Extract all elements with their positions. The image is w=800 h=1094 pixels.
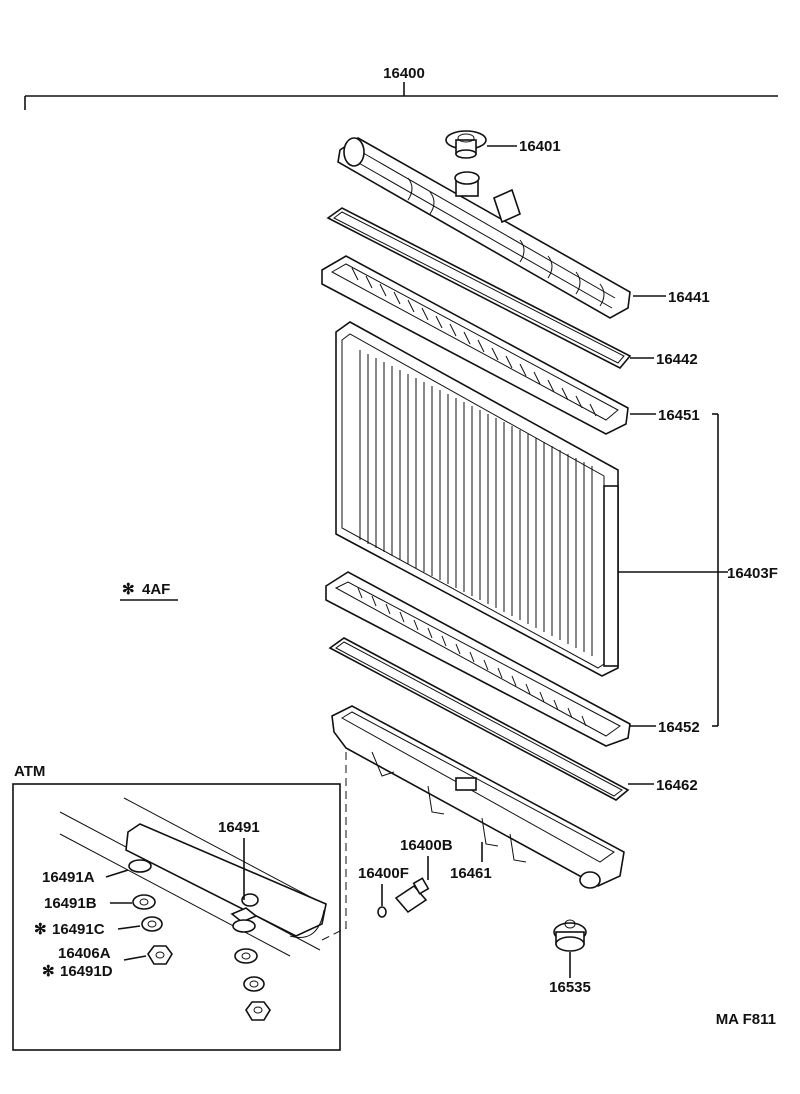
label-16491C: 16491C xyxy=(52,921,105,938)
core-group-bracket xyxy=(712,413,719,727)
gasket-16442: 16442 xyxy=(326,207,698,370)
upper-tank-16441: 16441 xyxy=(337,137,710,319)
radiator-core-16403F: 16403F xyxy=(335,321,778,677)
dashed-leader-2 xyxy=(321,927,347,941)
label-16451: 16451 xyxy=(658,407,700,424)
label-16461: 16461 xyxy=(450,865,492,882)
asterisk-icon: ✻ xyxy=(42,963,55,980)
label-16462: 16462 xyxy=(656,777,698,794)
washer-16491C: ✻ 16491C xyxy=(34,916,163,938)
label-16403F: 16403F xyxy=(727,565,778,582)
core-fins xyxy=(359,350,593,656)
washer-stack-right xyxy=(232,919,271,1021)
inset-title: ATM xyxy=(14,763,45,780)
lower-plate-16452: 16452 xyxy=(325,571,700,747)
label-16452: 16452 xyxy=(658,719,700,736)
footer-code: MA F811 xyxy=(716,1011,776,1028)
label-16491A: 16491A xyxy=(42,869,95,886)
label-16491B: 16491B xyxy=(44,895,97,912)
cap-16535: 16535 xyxy=(549,919,591,996)
washer-16491A: 16491A xyxy=(42,859,152,886)
o-ring-16400F: 16400F xyxy=(358,865,409,918)
label-16400B: 16400B xyxy=(400,837,453,854)
inset-frame xyxy=(12,783,341,1051)
upper-plate-16451: 16451 xyxy=(321,255,700,435)
lower-tank-16461: 16461 xyxy=(331,705,625,889)
note-4af-text: 4AF xyxy=(142,581,170,598)
note-4af: ✻ 4AF xyxy=(120,581,178,601)
label-16491: 16491 xyxy=(218,819,260,836)
label-16442: 16442 xyxy=(656,351,698,368)
label-16535: 16535 xyxy=(549,979,591,996)
oil-cooler-pipe xyxy=(59,797,327,957)
label-16401: 16401 xyxy=(519,138,561,155)
label-16400F: 16400F xyxy=(358,865,409,882)
atm-inset: ATM 16491 16491A 16491B ✻ 16491C xyxy=(12,763,341,1051)
label-16400: 16400 xyxy=(383,65,425,82)
drain-cock-16400B: 16400B xyxy=(394,837,453,914)
nut-16406A-16491D: 16406A ✻ 16491D xyxy=(42,945,173,980)
asterisk-icon: ✻ xyxy=(122,581,135,598)
gasket-16462: 16462 xyxy=(328,637,698,801)
label-16491D: 16491D xyxy=(60,963,113,980)
label-16406A: 16406A xyxy=(58,945,111,962)
radiator-cap-16401: 16401 xyxy=(445,130,561,159)
label-16441: 16441 xyxy=(668,289,710,306)
asterisk-icon: ✻ xyxy=(34,921,47,938)
assembly-bracket-16400: 16400 xyxy=(24,65,778,110)
washer-16491B: 16491B xyxy=(44,894,156,912)
